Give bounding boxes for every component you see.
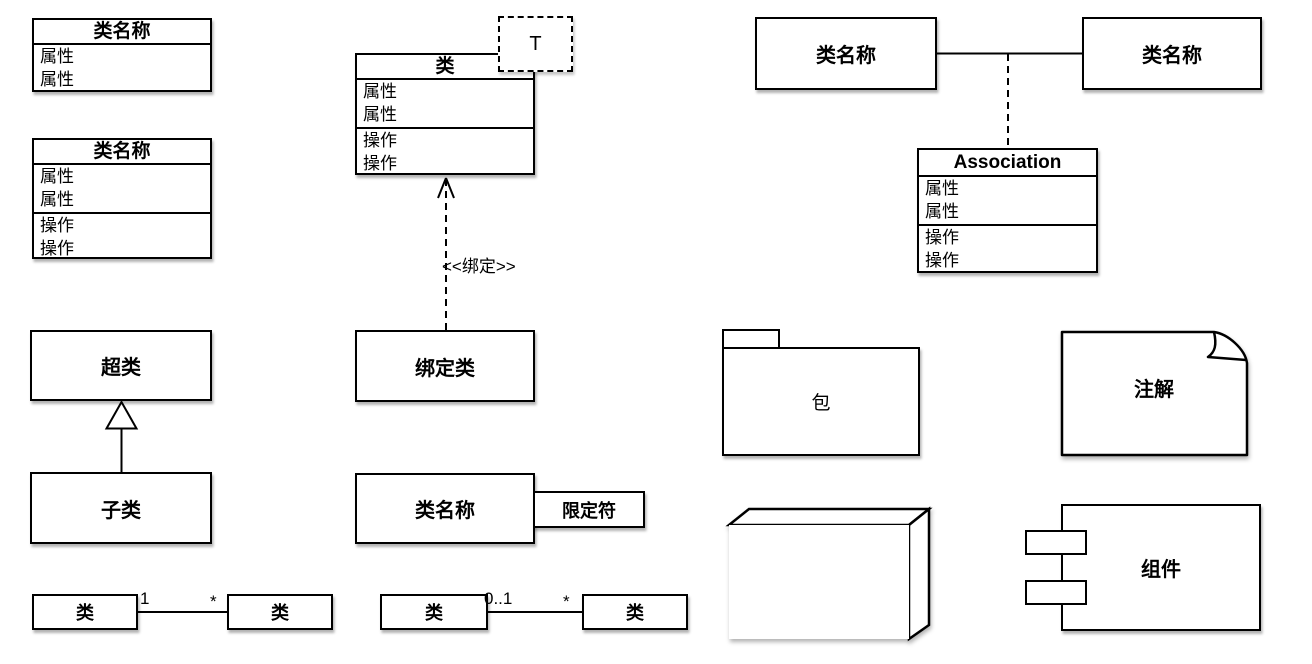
class-operation: 操作	[40, 239, 74, 258]
class-label: 类	[626, 603, 644, 623]
package-tab	[722, 329, 780, 349]
note-outline	[1060, 330, 1249, 457]
component-port-top	[1025, 530, 1087, 555]
binding-arrowhead-right	[445, 177, 455, 199]
node-front-face	[729, 525, 909, 639]
class-attribute: 属性	[925, 202, 959, 221]
class-attribute: 属性	[40, 47, 74, 66]
multiplicity-many: *	[563, 592, 570, 611]
association-right-class-box: 类名称	[1082, 17, 1262, 90]
node-top-face	[725, 507, 933, 527]
package-box: 包	[722, 347, 920, 456]
multiplicity-one: 1	[140, 589, 150, 608]
class-label: 类名称	[816, 45, 876, 67]
class-operation: 操作	[363, 154, 397, 173]
component-port-bottom	[1025, 580, 1087, 605]
class-title: 类	[357, 55, 533, 80]
class-attribute: 属性	[925, 179, 959, 198]
class-attribute: 属性	[363, 82, 397, 101]
template-parameter-label: T	[529, 32, 542, 55]
qualifier-label: 限定符	[562, 500, 616, 521]
note-shape	[1060, 330, 1249, 457]
class-attribute: 属性	[40, 70, 74, 89]
qualifier-box: 限定符	[533, 491, 645, 528]
class-box-full: 类名称 属性 属性 操作 操作	[32, 138, 212, 259]
bound-class-label: 绑定类	[415, 357, 475, 380]
superclass-box: 超类	[30, 330, 212, 401]
class-attribute: 属性	[40, 167, 74, 186]
multiplicity-many: *	[210, 592, 217, 611]
generalization-triangle-icon	[104, 399, 139, 430]
class-operation: 操作	[40, 216, 74, 235]
component-box: 组件	[1061, 504, 1261, 631]
superclass-label: 超类	[101, 357, 141, 379]
association-class-box: Association 属性 属性 操作 操作	[917, 148, 1098, 273]
class-attribute: 属性	[363, 105, 397, 124]
class-attribute: 属性	[40, 190, 74, 209]
class-operation: 操作	[925, 228, 959, 247]
class-label: 类	[271, 603, 289, 623]
class-operation: 操作	[363, 131, 397, 150]
class-box-right-optional-many: 类	[582, 594, 688, 630]
class-title: 类名称	[34, 140, 210, 165]
node-cube-shape	[725, 506, 933, 642]
subclass-box: 子类	[30, 472, 212, 544]
class-label: 类	[425, 603, 443, 623]
class-box-right-one-many: 类	[227, 594, 333, 630]
note-fold-icon	[1206, 331, 1247, 362]
class-label: 类名称	[1142, 45, 1202, 67]
association-left-class-box: 类名称	[755, 17, 937, 90]
class-title: 类名称	[34, 20, 210, 45]
package-label: 包	[811, 393, 831, 414]
qualified-class-box: 类名称	[355, 473, 535, 544]
class-label: 类名称	[415, 500, 475, 522]
multiplicity-optional: 0..1	[484, 589, 513, 608]
class-box-left-one-many: 类	[32, 594, 138, 630]
association-class-title: Association	[919, 150, 1096, 177]
component-label: 组件	[1141, 559, 1181, 581]
template-parameter-box: T	[498, 16, 573, 72]
class-box-attributes-only: 类名称 属性 属性	[32, 18, 212, 92]
binding-stereotype-label: <<绑定>>	[442, 257, 516, 276]
subclass-label: 子类	[101, 499, 141, 522]
bound-class-box: 绑定类	[355, 330, 535, 402]
note-label: 注解	[1134, 379, 1174, 401]
node-right-face	[907, 506, 931, 642]
binding-arrowhead-left	[437, 177, 447, 199]
class-operation: 操作	[925, 251, 959, 270]
class-box-left-optional-many: 类	[380, 594, 488, 630]
class-label: 类	[76, 603, 94, 623]
template-class-box: 类 属性 属性 操作 操作	[355, 53, 535, 175]
